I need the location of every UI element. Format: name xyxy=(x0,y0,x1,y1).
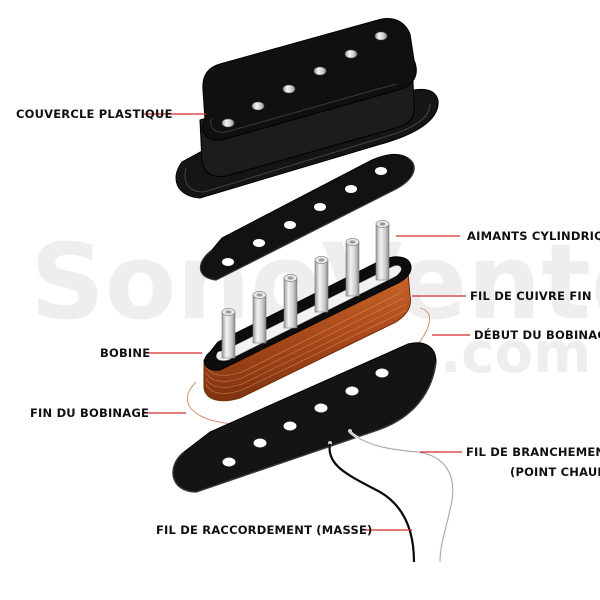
leader-lines xyxy=(142,113,470,531)
label-plastic-cover: COUVERCLE PLASTIQUE xyxy=(16,107,173,121)
watermark-domain: .com xyxy=(440,321,591,386)
label-winding-end: FIN DU BOBINAGE xyxy=(30,406,149,420)
magnet-5 xyxy=(345,238,360,297)
label-copper-wire: FIL DE CUIVRE FIN xyxy=(470,289,592,303)
cover-hole-poles xyxy=(221,31,388,128)
label-winding-start: DÉBUT DU BOBINAGE xyxy=(474,327,600,342)
label-hot-wire-note: (POINT CHAUD) xyxy=(510,465,600,479)
magnet-1 xyxy=(221,308,236,359)
label-ground-wire: FIL DE RACCORDEMENT (MASSE) xyxy=(156,523,372,537)
top-flatwork-plate xyxy=(199,153,415,281)
labels: COUVERCLE PLASTIQUE AIMANTS CYLINDRIQUES… xyxy=(16,107,600,537)
wires xyxy=(328,430,455,563)
magnet-3 xyxy=(283,274,298,329)
magnet-4 xyxy=(314,256,329,313)
hot-wire-white xyxy=(349,431,454,563)
label-cylindrical-magnets: AIMANTS CYLINDRIQUES xyxy=(467,229,600,243)
base-plate xyxy=(172,342,437,493)
magnet-6 xyxy=(375,220,390,281)
plastic-cover xyxy=(175,18,439,199)
ground-wire-black xyxy=(328,443,416,563)
cylindrical-magnets xyxy=(221,220,390,359)
label-coil: BOBINE xyxy=(100,346,150,360)
label-hot-wire: FIL DE BRANCHEMENT xyxy=(466,445,600,459)
top-plate-holes xyxy=(222,167,387,266)
base-plate-holes xyxy=(222,368,389,467)
magnet-2 xyxy=(252,291,267,344)
